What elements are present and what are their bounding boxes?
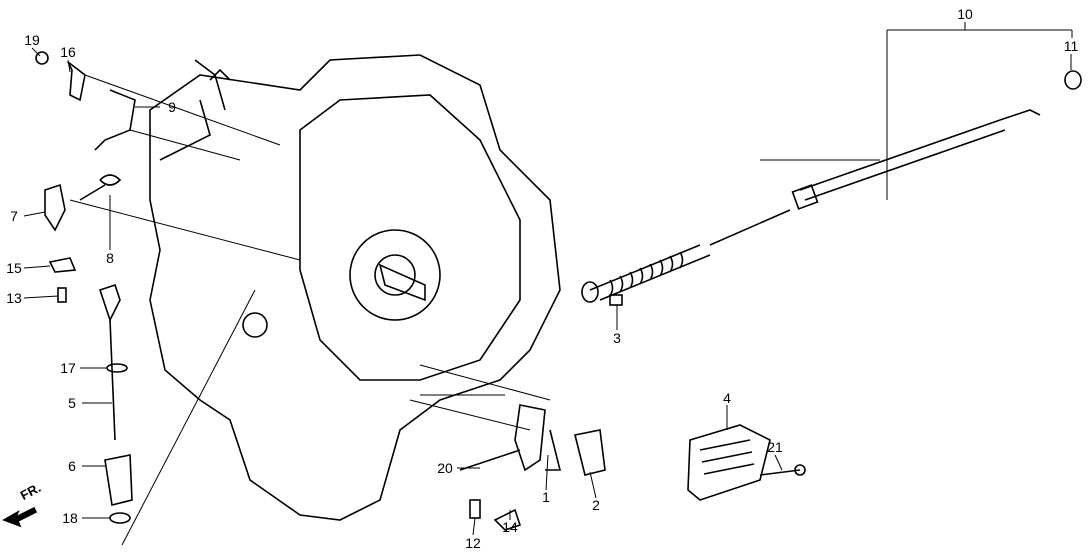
callout-3: 3 bbox=[613, 330, 621, 346]
callout-18: 18 bbox=[62, 510, 78, 526]
front-arrow-icon bbox=[2, 506, 38, 528]
callout-12: 12 bbox=[465, 535, 481, 551]
clutch-cable bbox=[581, 70, 1082, 306]
callout-14: 14 bbox=[502, 519, 518, 535]
callout-1: 1 bbox=[542, 489, 550, 505]
callout-2: 2 bbox=[592, 497, 600, 513]
callout-5: 5 bbox=[68, 395, 76, 411]
callout-8: 8 bbox=[106, 250, 114, 266]
callout-13: 13 bbox=[6, 290, 22, 306]
callout-7: 7 bbox=[10, 208, 18, 224]
callout-9: 9 bbox=[168, 99, 176, 115]
callout-4: 4 bbox=[723, 390, 731, 406]
callout-6: 6 bbox=[68, 458, 76, 474]
callout-20: 20 bbox=[437, 460, 453, 476]
callout-19: 19 bbox=[24, 32, 40, 48]
callout-15: 15 bbox=[6, 260, 22, 276]
callout-11: 11 bbox=[1063, 38, 1079, 54]
clutch-pedal-bracket bbox=[687, 424, 806, 501]
small-parts bbox=[35, 51, 606, 531]
transmission-case bbox=[149, 54, 561, 521]
callout-16: 16 bbox=[60, 44, 76, 60]
callout-21: 21 bbox=[767, 439, 783, 455]
callout-10: 10 bbox=[957, 6, 973, 22]
leader-lines bbox=[23, 22, 1073, 546]
callout-17: 17 bbox=[60, 360, 76, 376]
